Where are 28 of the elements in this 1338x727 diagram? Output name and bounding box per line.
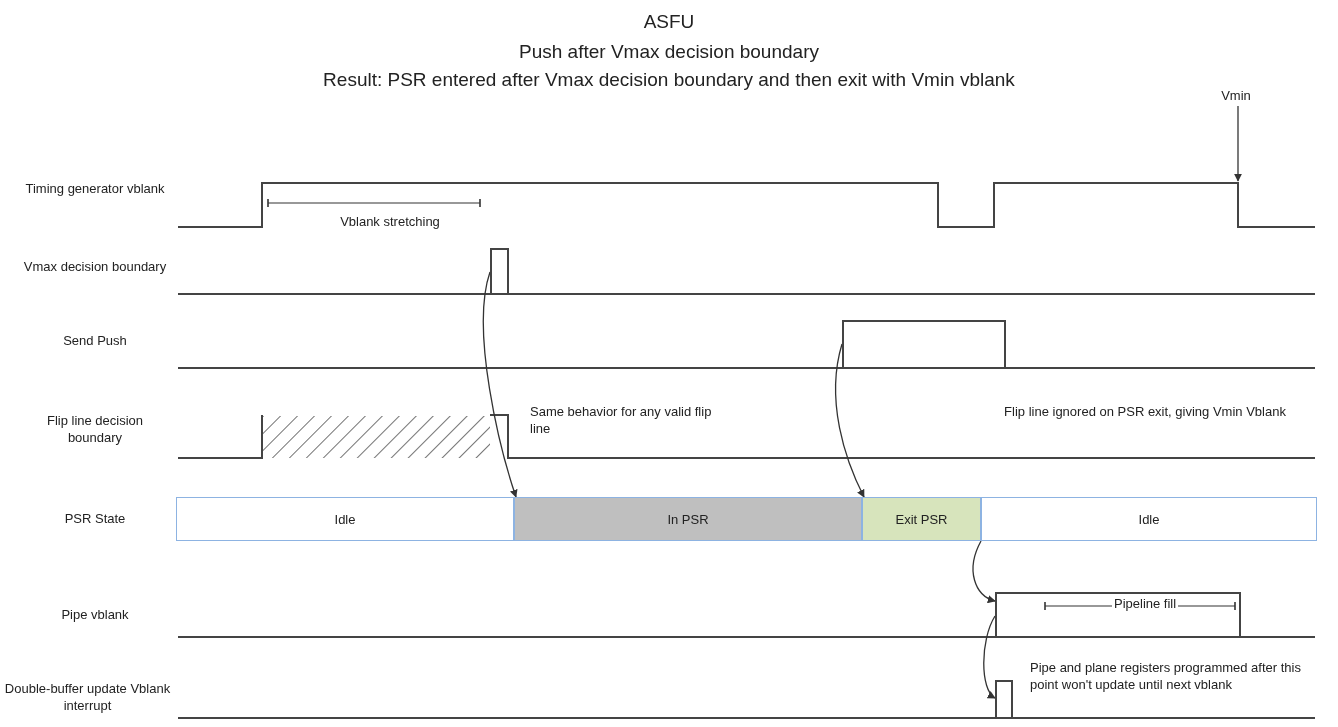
state-segment: In PSR (514, 497, 862, 541)
arrow (1234, 105, 1242, 182)
state-segment: Idle (176, 497, 514, 541)
signal-name: Send Push (62, 332, 128, 349)
signal-name: Pipe vblank (60, 606, 130, 623)
signal-pulse (842, 320, 1006, 369)
arrow (983, 615, 996, 699)
annotation-text: Same behavior for any valid flip line (530, 403, 713, 437)
signal-name: Flip line decision boundary (45, 412, 145, 446)
state-segment: Exit PSR (862, 497, 981, 541)
arrow (834, 343, 865, 498)
signal-pulse (490, 248, 509, 295)
annotation-text: Pipe and plane registers programmed after this point won't update until next vblank (1030, 659, 1302, 693)
signal-name: Double-buffer update Vblank interrupt (3, 680, 172, 714)
signal-name: Vmax decision boundary (22, 258, 168, 275)
state-segment: Idle (981, 497, 1317, 541)
diagram-subtitle: Result: PSR entered after Vmax decision boundary and then exit with Vmin vblank (322, 68, 1016, 92)
signal-pulse (995, 680, 1013, 719)
signal-name: PSR State (63, 510, 127, 527)
annotation-text: Vblank stretching (339, 213, 441, 230)
arrow (482, 271, 518, 498)
signal-name: Timing generator vblank (24, 180, 166, 197)
diagram-title: ASFU (642, 10, 696, 34)
annotation-text: Flip line ignored on PSR exit, giving Vmin Vblank (1003, 403, 1287, 420)
signal-pulse (995, 592, 1241, 638)
arrow (972, 540, 996, 603)
callout-label: Vmin (1208, 88, 1264, 106)
diagram-subtitle: Push after Vmax decision boundary (518, 40, 820, 64)
